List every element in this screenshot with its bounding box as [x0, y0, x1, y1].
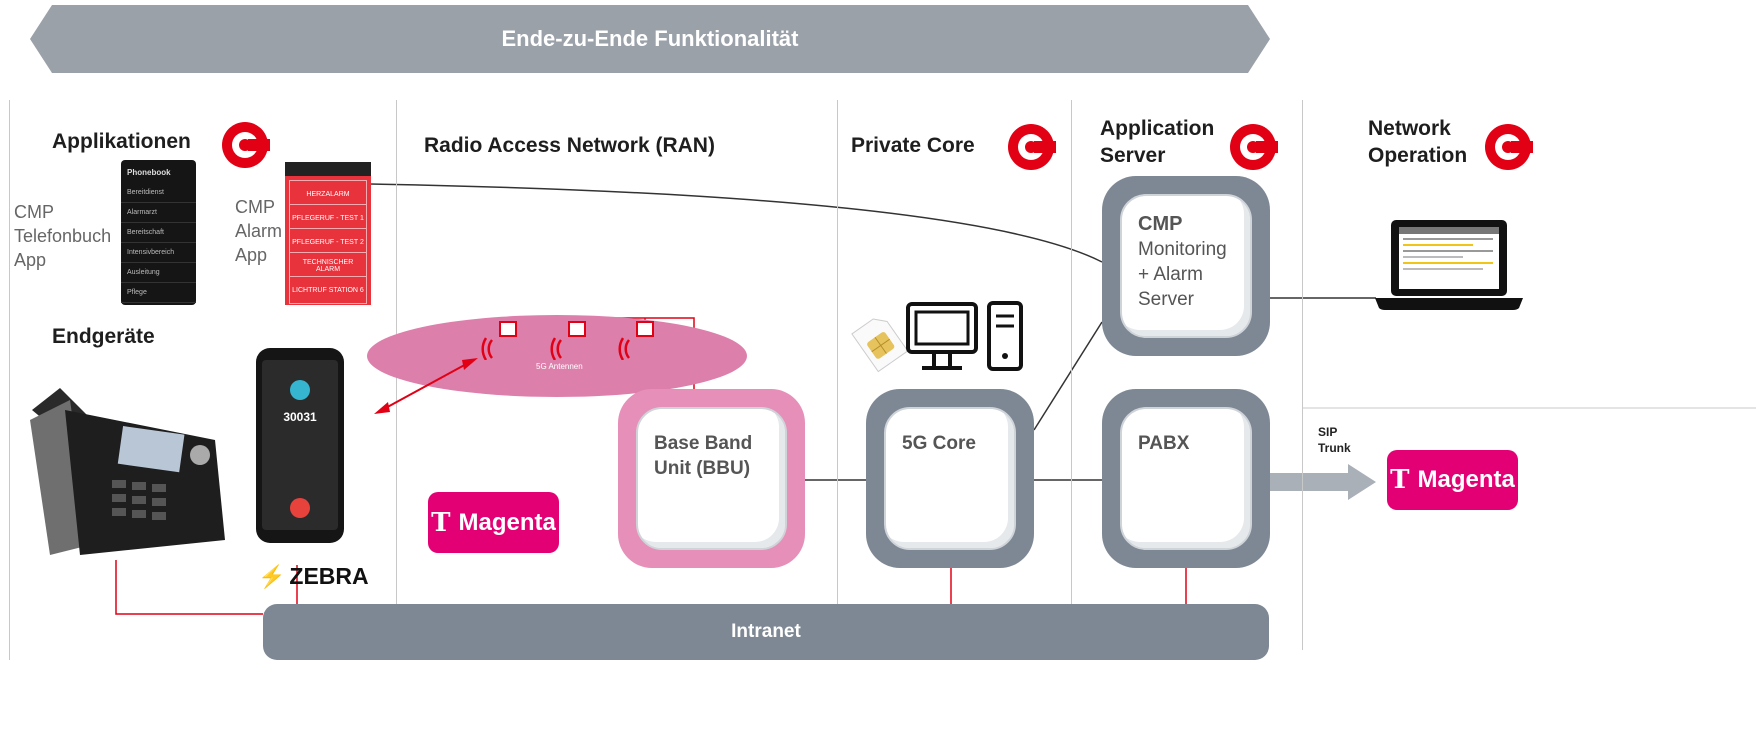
cmp-server-label: CMP Monitoring + Alarm Server: [1138, 212, 1227, 312]
5g-core-label: 5G Core: [902, 433, 976, 454]
pabx-box: PABX: [1102, 389, 1270, 568]
list-item: Pflege: [121, 283, 196, 303]
phonebook-list: Bereitdienst Alarmarzt Bereitschaft Inte…: [121, 183, 196, 303]
app-server-title-line1: Application: [1100, 117, 1215, 140]
monitor-icon: [906, 302, 978, 370]
phonebook-label-line3: App: [14, 250, 47, 270]
pabx-label: PABX: [1138, 433, 1190, 454]
antenna-icon: [550, 321, 586, 360]
phonebook-app-label: CMP Telefonbuch App: [14, 200, 111, 272]
zebra-logo: ⚡ ZEBRA: [258, 563, 369, 590]
alarm-button: LICHTRUF STATION 6: [289, 276, 367, 304]
cmp-logo-icon: [1008, 124, 1056, 170]
network-operation-title-line1: Network: [1368, 117, 1451, 140]
phonebook-app-screenshot: Phonebook Bereitdienst Alarmarzt Bereits…: [121, 160, 196, 305]
antenna-icon: [481, 321, 517, 360]
magenta-logo: T Magenta: [428, 492, 559, 553]
pc-tower-icon: [987, 301, 1023, 371]
app-server-title-line2: Server: [1100, 144, 1166, 167]
intranet-bar: Intranet: [263, 604, 1269, 660]
antenna-icon: [618, 321, 654, 360]
cmp-server-title: CMP: [1138, 213, 1183, 235]
cmp-logo-icon: [1230, 124, 1278, 170]
alarm-button: PFLEGERUF - TEST 2: [289, 228, 367, 256]
desk-phone-icon: [30, 388, 225, 555]
sip-trunk-line1: SIP: [1318, 425, 1338, 439]
network-operation-title-line2: Operation: [1368, 144, 1468, 167]
sip-trunk-line2: Trunk: [1318, 441, 1351, 455]
cmp-server-line4: Server: [1138, 289, 1194, 310]
sip-trunk-label: SIP Trunk: [1318, 424, 1351, 456]
phonebook-screen-title: Phonebook: [127, 168, 171, 177]
magenta-logo: T Magenta: [1387, 450, 1518, 510]
alarm-label-line1: CMP: [235, 197, 275, 217]
bbu-label-line2: Unit (BBU): [654, 458, 751, 479]
magenta-label: Magenta: [458, 508, 556, 536]
bbu-label-line1: Base Band: [654, 433, 753, 454]
list-item: Bereitschaft: [121, 223, 196, 243]
5g-core-box: 5G Core: [866, 389, 1034, 568]
list-item: Ausleitung: [121, 263, 196, 283]
ran-title: Radio Access Network (RAN): [424, 134, 715, 157]
cmp-server-box: CMP Monitoring + Alarm Server: [1102, 176, 1270, 356]
app-server-title: Application Server: [1100, 115, 1214, 169]
private-core-title: Private Core: [851, 134, 975, 157]
divider: [1302, 100, 1303, 650]
divider: [1071, 100, 1072, 604]
zebra-label: ZEBRA: [289, 563, 369, 589]
alarm-button: PFLEGERUF - TEST 1: [289, 204, 367, 232]
applications-title: Applikationen: [52, 130, 191, 153]
antennas-label: 5G Antennen: [536, 362, 583, 371]
telekom-t-icon: T: [431, 507, 451, 538]
magenta-label: Magenta: [1417, 466, 1515, 493]
alarm-label-line3: App: [235, 245, 268, 265]
alarm-app-screenshot: HERZALARM PFLEGERUF - TEST 1 PFLEGERUF -…: [285, 162, 371, 305]
telekom-t-icon: T: [1390, 465, 1410, 495]
list-item: Alarmarzt: [121, 203, 196, 223]
phone-number: 30031: [283, 410, 317, 424]
sim-card-icon: [851, 318, 909, 373]
cmp-logo-icon: [222, 122, 270, 168]
bbu-box: Base Band Unit (BBU): [618, 389, 805, 568]
divider: [9, 100, 10, 660]
cmp-logo-icon: [1485, 124, 1533, 170]
bbu-label: Base Band Unit (BBU): [654, 431, 752, 481]
zebra-smartphone-icon: 30031: [256, 348, 344, 543]
alarm-label-line2: Alarm: [235, 221, 283, 241]
cmp-server-line3: + Alarm: [1138, 264, 1203, 285]
phonebook-label-line1: CMP: [14, 202, 54, 222]
laptop-icon: [1375, 220, 1523, 310]
zebra-head-icon: ⚡: [258, 563, 286, 589]
cmp-server-line2: Monitoring: [1138, 239, 1227, 260]
alarm-button: TECHNISCHER ALARM: [289, 252, 367, 280]
alarm-app-label: CMP Alarm App: [235, 195, 282, 267]
divider: [837, 100, 838, 604]
devices-title: Endgeräte: [52, 325, 155, 348]
list-item: Bereitdienst: [121, 183, 196, 203]
phonebook-label-line2: Telefonbuch: [14, 226, 112, 246]
network-operation-title: Network Operation: [1368, 115, 1467, 169]
radio-link-arrow: [374, 358, 478, 414]
list-item: Intensivbereich: [121, 243, 196, 263]
banner-title: Ende-zu-Ende Funktionalität: [501, 26, 799, 51]
